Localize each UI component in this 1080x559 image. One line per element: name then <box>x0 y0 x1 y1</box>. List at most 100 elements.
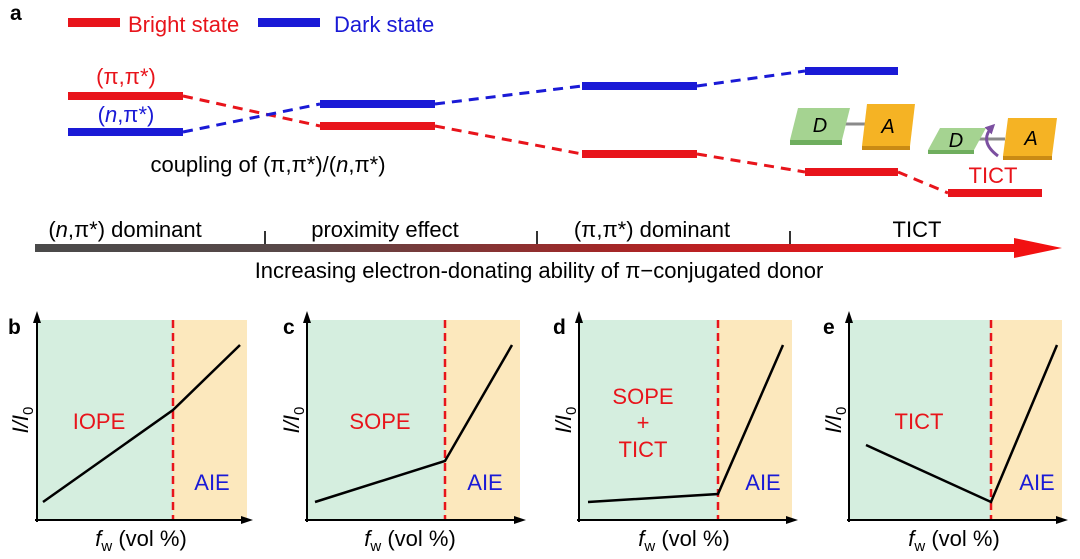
region-label-right: AIE <box>1019 470 1054 495</box>
y-axis-label: I/I0 <box>8 407 37 434</box>
dark-connector-2 <box>434 84 583 106</box>
y-axis-label: I/I0 <box>821 407 850 434</box>
region-label-left-line-1: SOPE <box>612 384 673 409</box>
x-axis-label-sub: w <box>643 538 655 555</box>
stage-label-npi-dominant: (n,π*) dominant <box>48 217 201 242</box>
x-axis-label-main: f <box>908 526 917 551</box>
level-dark-stage-3 <box>582 82 697 90</box>
x-axis-label-main: f <box>638 526 647 551</box>
donor-block-edge <box>790 140 842 145</box>
stage-1-n: n <box>56 217 68 242</box>
pre-aggregation-region <box>849 320 991 520</box>
x-axis-label-sub: w <box>369 538 381 555</box>
level-dark-stage-4 <box>805 67 898 75</box>
level-dark-stage-1 <box>68 128 183 136</box>
panel-label-a: a <box>10 2 22 25</box>
y-axis-label-sub: 0 <box>291 407 308 415</box>
region-label-left: IOPE <box>73 409 126 434</box>
coupling-label: coupling of (π,π*)/(n,π*) <box>150 152 385 177</box>
region-label-left-line-2: + <box>637 410 650 435</box>
y-axis-label-main: I/I <box>551 415 576 433</box>
stage-label-proximity-effect: proximity effect <box>311 217 459 242</box>
donor-letter: D <box>813 115 827 137</box>
pre-aggregation-region <box>37 320 173 520</box>
legend-dark-label: Dark state <box>334 12 434 37</box>
timeline-caption: Increasing electron-donating ability of … <box>255 258 824 283</box>
region-label-right: AIE <box>745 470 780 495</box>
region-label-right: AIE <box>194 470 229 495</box>
npi-rest: ,π*) <box>117 102 154 127</box>
x-axis-label-rest: (vol %) <box>112 526 187 551</box>
coupling-n: n <box>336 152 348 177</box>
twist-arrow-icon <box>984 123 999 158</box>
y-axis-label-main: I/I <box>279 415 304 433</box>
legend: Bright state Dark state <box>68 12 434 37</box>
donor-acceptor-planar: D A <box>790 104 915 150</box>
level-bright-stage-3 <box>582 150 697 158</box>
intensity-trend-line <box>42 344 241 504</box>
twisted-acceptor-block-edge <box>1003 156 1052 160</box>
legend-bright-swatch <box>68 18 120 27</box>
x-axis-label-sub: w <box>100 538 112 555</box>
y-axis-arrowhead <box>575 311 583 323</box>
twisted-donor-block <box>928 128 986 150</box>
intensity-trend-line <box>865 344 1059 504</box>
region-label-left: SOPE <box>349 409 410 434</box>
acceptor-block-edge <box>862 146 910 150</box>
stage-1-open: ( <box>48 217 56 242</box>
y-axis-arrowhead <box>33 311 41 323</box>
intensity-trend-line <box>314 344 514 504</box>
y-axis-label-main: I/I <box>821 415 846 433</box>
region-label-left-line-3: TICT <box>619 437 668 462</box>
y-axis-label-main: I/I <box>8 415 33 433</box>
x-axis-label: fw (vol %) <box>638 526 730 555</box>
y-axis-arrowhead <box>303 311 311 323</box>
x-axis-label: fw (vol %) <box>908 526 1000 555</box>
bright-connector-2 <box>434 124 583 156</box>
level-bright-stage-4 <box>805 168 898 176</box>
x-axis-label-main: f <box>364 526 373 551</box>
legend-bright-label: Bright state <box>128 12 239 37</box>
bright-connector-1 <box>182 94 321 128</box>
panel-d: d I/I0 fw (vol %) SOPE + TICT AIE <box>551 311 798 555</box>
legend-dark-swatch <box>258 18 320 27</box>
aggregation-region <box>173 320 247 520</box>
npi-level-label: (n,π*) <box>98 102 155 127</box>
stage-label-tict: TICT <box>893 217 942 242</box>
x-axis-label-rest: (vol %) <box>655 526 730 551</box>
intensity-trend-line <box>587 344 785 504</box>
y-axis-label-sub: 0 <box>20 407 37 415</box>
stage-1-rest: ,π*) dominant <box>68 217 202 242</box>
y-axis-label: I/I0 <box>551 407 580 434</box>
panel-label-d: d <box>553 316 566 339</box>
x-axis-label-rest: (vol %) <box>925 526 1000 551</box>
npi-n: n <box>105 102 117 127</box>
panel-c: c I/I0 fw (vol %) SOPE AIE <box>279 311 526 555</box>
level-dark-stage-2 <box>320 100 435 108</box>
region-label-left: TICT <box>895 409 944 434</box>
level-tict <box>948 189 1042 197</box>
level-bright-stage-1 <box>68 92 183 100</box>
pipi-level-label: (π,π*) <box>96 64 156 89</box>
bright-connector-3 <box>696 152 806 174</box>
level-bright-stage-2 <box>320 122 435 130</box>
panel-label-e: e <box>823 316 835 339</box>
y-axis-label-sub: 0 <box>833 407 850 415</box>
energy-level-diagram: (π,π*) (n,π*) coup <box>68 64 1042 197</box>
panel-e: e I/I0 fw (vol %) TICT AIE <box>821 311 1068 555</box>
x-axis-label-rest: (vol %) <box>381 526 456 551</box>
bright-connector-4 <box>897 170 949 195</box>
x-axis-label-main: f <box>95 526 104 551</box>
acceptor-letter: A <box>880 116 894 138</box>
stage-label-pipi-dominant: (π,π*) dominant <box>574 217 730 242</box>
twisted-donor-block-edge <box>928 150 974 154</box>
x-axis-arrowhead <box>514 516 526 524</box>
y-axis-label-sub: 0 <box>563 407 580 415</box>
panel-label-b: b <box>8 316 21 339</box>
y-axis-arrowhead <box>845 311 853 323</box>
pre-aggregation-region <box>307 320 445 520</box>
acceptor-block <box>862 104 915 146</box>
pre-aggregation-region <box>579 320 718 520</box>
y-axis-label: I/I0 <box>279 407 308 434</box>
twisted-donor-letter: D <box>949 130 963 152</box>
